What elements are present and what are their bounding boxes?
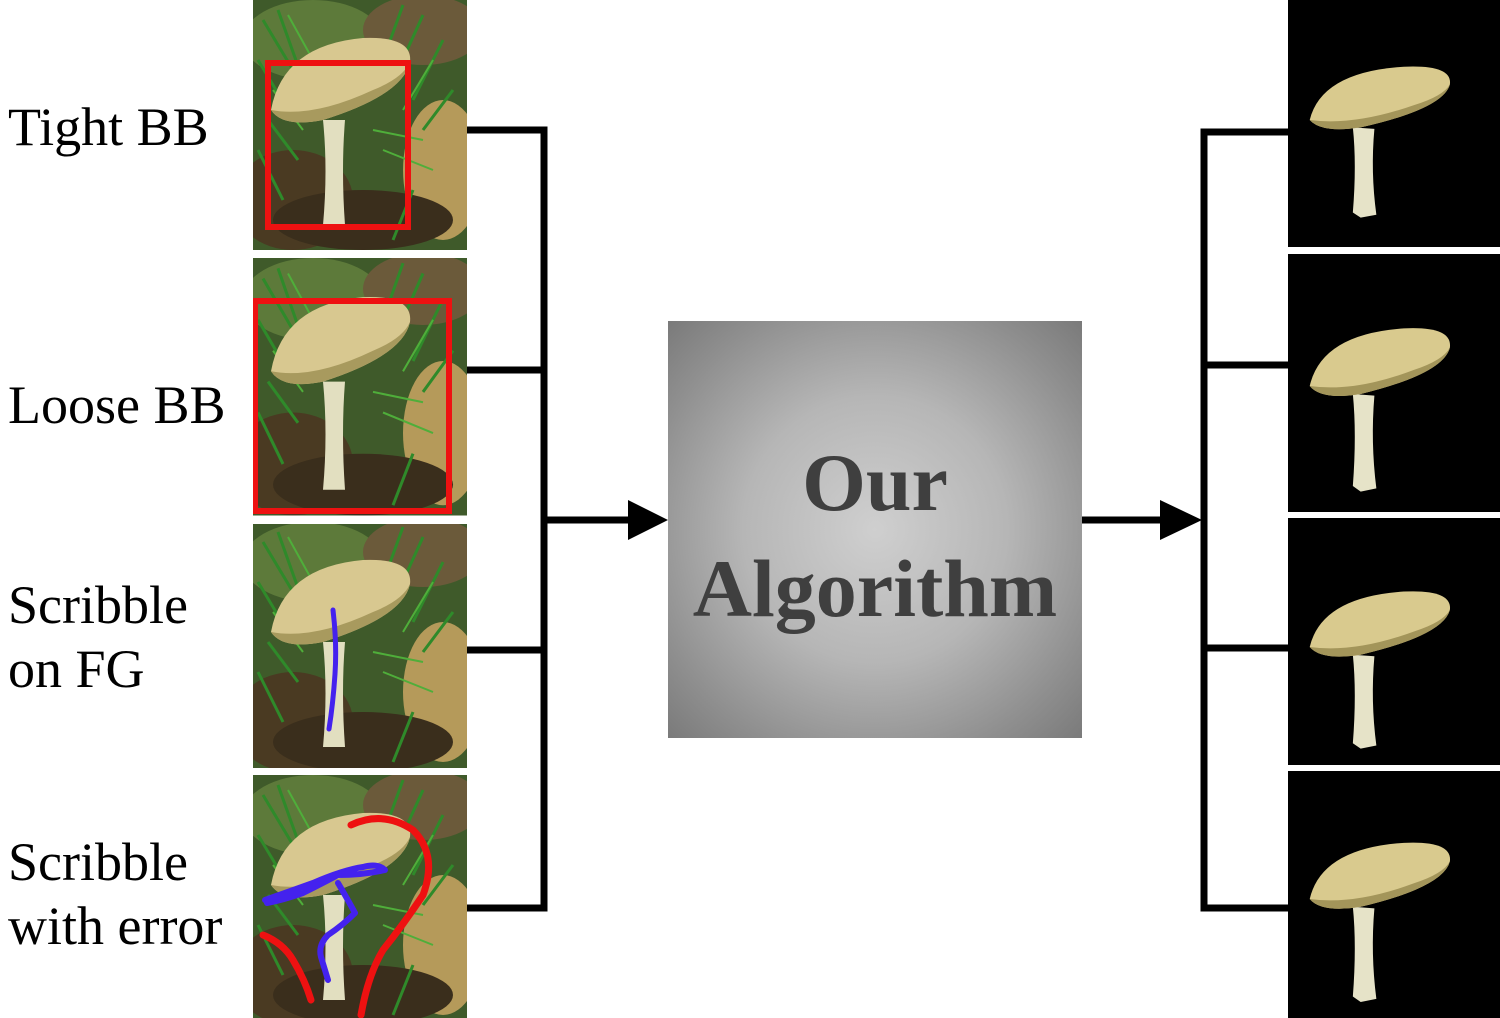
input-label-scribble-fg: Scribble on FG [8, 575, 188, 699]
background-scribble [259, 931, 315, 1004]
background-scribble [347, 815, 433, 1018]
input-label-scribble-error: Scribble with error [8, 832, 223, 956]
output-segmentation-2 [1288, 254, 1500, 512]
algorithm-box: Our Algorithm [668, 321, 1082, 738]
arrowhead-to-outputs [1160, 500, 1202, 540]
input-image-tight-bb [253, 0, 467, 250]
input-image-loose-bb [253, 258, 467, 516]
foreground-scribble [262, 862, 388, 983]
input-image-scribble-error [253, 775, 467, 1018]
output-segmentation-1 [1288, 0, 1500, 247]
input-label-loose-bb: Loose BB [8, 375, 226, 435]
output-segmentation-4 [1288, 771, 1500, 1018]
input-label-tight-bb: Tight BB [8, 97, 209, 157]
algorithm-label: Our Algorithm [692, 436, 1058, 634]
input-image-scribble-fg [253, 524, 467, 768]
input-connector [467, 126, 548, 912]
arrowhead-to-algorithm [628, 500, 668, 540]
tight-bounding-box [265, 60, 411, 230]
output-segmentation-3 [1288, 518, 1500, 765]
loose-bounding-box [253, 298, 452, 514]
output-connector [1200, 128, 1288, 912]
foreground-scribble [326, 607, 339, 732]
